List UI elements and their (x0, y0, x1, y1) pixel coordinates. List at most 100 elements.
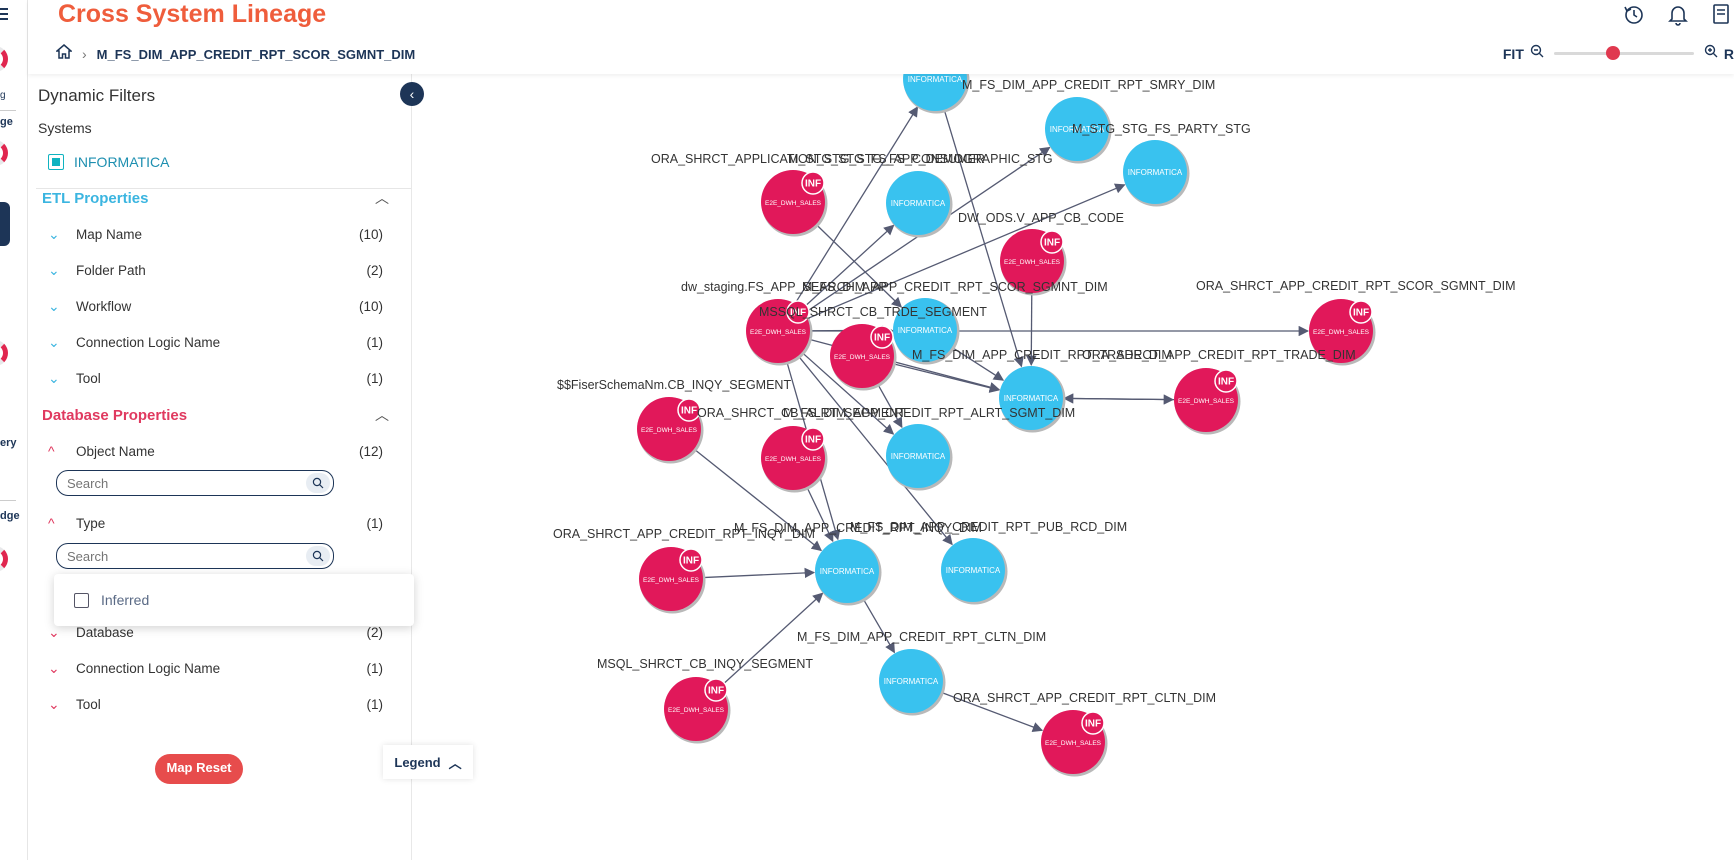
nav-active-item[interactable] (0, 202, 10, 246)
zoom-out-icon[interactable] (1530, 44, 1544, 63)
informatica-node[interactable]: INFORMATICA (879, 649, 946, 716)
node-label: M_FS_DIM_APP_CREDIT_RPT_SCOR_SGMNT_DIM (802, 280, 1108, 294)
node-sublabel: E2E_DWH_SALES (1004, 259, 1061, 266)
lineage-graph-svg[interactable]: INFORMATICAINFORMATICAINFORMATICAINFORMA… (372, 68, 1734, 860)
chevron-up-icon: ^ (48, 515, 55, 531)
node-label: $$FiserSchemaNm.CB_INQY_SEGMENT (557, 378, 791, 392)
inf-badge-label: INF (1218, 377, 1234, 388)
nav-donut-icon[interactable] (0, 546, 8, 572)
zoom-slider-thumb[interactable] (1605, 46, 1620, 60)
system-checkbox[interactable] (48, 154, 64, 170)
etl-properties-heading[interactable]: ETL Properties (42, 190, 149, 207)
node-sublabel: E2E_DWH_SALES (668, 707, 725, 714)
filter-row-object-name[interactable]: ^ Object Name (12) (48, 440, 383, 462)
home-icon[interactable] (54, 44, 74, 64)
node-sublabel: INFORMATICA (908, 75, 963, 84)
map-reset-button[interactable]: Map Reset (155, 754, 243, 784)
search-icon[interactable] (306, 546, 330, 566)
inferred-option-label[interactable]: Inferred (101, 592, 150, 608)
chevron-down-icon: ⌄ (48, 333, 60, 350)
filter-row-folder-path[interactable]: ⌄ Folder Path (2) (48, 259, 383, 281)
legend-label: Legend (394, 754, 441, 770)
chevron-up-icon[interactable]: ︿ (375, 190, 389, 206)
filter-label: Connection Logic Name (76, 660, 221, 676)
lineage-edge (940, 691, 1044, 732)
node-label: M_FS_DIM_APP_CREDIT_RPT_SMRY_DIM (962, 78, 1215, 92)
filter-row-tool-db[interactable]: ⌄ Tool (1) (48, 693, 383, 715)
informatica-node[interactable]: INFORMATICA (903, 68, 970, 114)
lineage-edge (943, 109, 1024, 368)
node-label: MSSQL_SHRCT_CB_TRDE_SEGMENT (759, 305, 987, 319)
nav-donut-icon[interactable] (0, 340, 8, 366)
filter-row-connection-logic-name-db[interactable]: ⌄ Connection Logic Name (1) (48, 657, 383, 679)
chevron-up-icon[interactable]: ︿ (375, 407, 389, 423)
inferred-checkbox[interactable] (74, 592, 89, 608)
type-search-input[interactable] (67, 548, 306, 564)
informatica-node[interactable]: INFORMATICA (815, 539, 882, 606)
zoom-reset-button[interactable]: R (1723, 45, 1734, 62)
header-actions (1622, 2, 1734, 26)
node-sublabel: INFORMATICA (891, 199, 946, 208)
document-icon[interactable] (1710, 2, 1734, 26)
collapse-panel-button[interactable]: ‹ (400, 82, 424, 106)
filter-row-workflow[interactable]: ⌄ Workflow (10) (48, 295, 383, 317)
filter-count: (1) (366, 370, 384, 386)
type-options-dropdown: Inferred (54, 574, 414, 626)
filter-row-connection-logic-name[interactable]: ⌄ Connection Logic Name (1) (48, 331, 383, 353)
zoom-fit-button[interactable]: FIT (1502, 45, 1524, 62)
inf-badge (704, 678, 728, 702)
filter-row-map-name[interactable]: ⌄ Map Name (10) (48, 223, 383, 245)
inf-badge (679, 548, 703, 572)
system-filter-item[interactable]: INFORMATICA (48, 154, 169, 170)
node-label: M_FS_DIM_APP_CREDIT_RPT_TRADE_DIM (912, 348, 1172, 362)
top-header: Cross System Lineage › M_FS_DIM_APP_CRED… (28, 0, 1734, 74)
object-name-search[interactable] (56, 470, 334, 496)
informatica-node[interactable]: INFORMATICA (999, 366, 1066, 433)
inf-badge (677, 398, 701, 422)
lineage-edge (862, 598, 895, 654)
node-label: dw_staging.FS_APP_SEARCH_APP (681, 280, 887, 294)
object-name-search-input[interactable] (67, 475, 306, 491)
zoom-in-icon[interactable] (1704, 44, 1718, 63)
type-search[interactable] (56, 543, 334, 569)
filter-row-type[interactable]: ^ Type (1) (48, 512, 383, 534)
lineage-edge (951, 346, 1005, 381)
informatica-node[interactable]: INFORMATICA (893, 298, 960, 365)
inf-badge-label: INF (1353, 308, 1369, 319)
legend-toggle[interactable]: Legend ︿ (383, 745, 473, 779)
inf-badge-label: INF (805, 179, 821, 190)
informatica-node[interactable]: INFORMATICA (941, 538, 1008, 605)
filter-row-tool[interactable]: ⌄ Tool (1) (48, 367, 383, 389)
filter-row-database[interactable]: ⌄ Database (2) (48, 621, 383, 643)
history-icon[interactable] (1622, 2, 1646, 26)
database-node[interactable]: E2E_DWH_SALES INF (664, 677, 731, 744)
filter-label: Tool (76, 696, 101, 712)
nav-donut-icon[interactable] (0, 46, 8, 72)
database-properties-heading[interactable]: Database Properties (42, 407, 188, 424)
informatica-node[interactable]: INFORMATICA (1123, 140, 1190, 207)
inf-badge-label: INF (708, 686, 724, 697)
search-icon[interactable] (306, 473, 330, 493)
breadcrumb: › M_FS_DIM_APP_CREDIT_RPT_SCOR_SGMNT_DIM (54, 44, 416, 64)
informatica-node[interactable]: INFORMATICA (886, 171, 953, 238)
inf-badge-label: INF (874, 333, 890, 344)
bell-icon[interactable] (1666, 2, 1690, 26)
menu-icon[interactable] (0, 8, 10, 20)
zoom-slider[interactable] (1553, 46, 1694, 60)
node-sublabel: INFORMATICA (891, 452, 946, 461)
nav-donut-icon[interactable] (0, 140, 8, 166)
informatica-node[interactable]: INFORMATICA (886, 424, 953, 491)
informatica-node[interactable]: INFORMATICA (1045, 97, 1112, 164)
breadcrumb-current[interactable]: M_FS_DIM_APP_CREDIT_RPT_SCOR_SGMNT_DIM (96, 46, 416, 62)
